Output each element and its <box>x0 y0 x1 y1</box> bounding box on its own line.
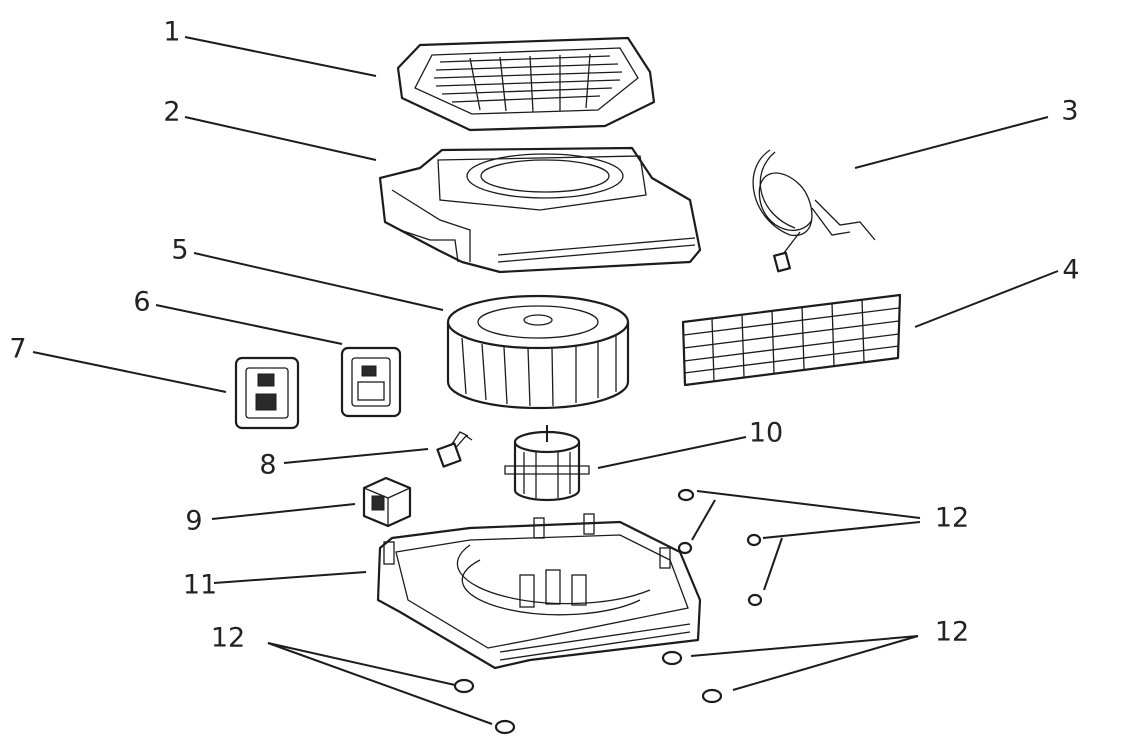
part-3-power-cord <box>752 149 876 273</box>
label-8: 8 <box>259 449 277 481</box>
label-12-right-lower: 12 <box>934 616 970 648</box>
part-2-upper-housing <box>378 146 702 274</box>
label-3: 3 <box>1061 95 1079 127</box>
label-7: 7 <box>9 333 27 365</box>
part-6-switch-box <box>340 346 402 418</box>
part-7-switch-plate <box>234 356 300 430</box>
label-4: 4 <box>1062 254 1080 286</box>
part-4-side-grille <box>681 293 902 387</box>
part-5-blower-wheel <box>446 294 630 410</box>
label-12-left-lower: 12 <box>210 622 246 654</box>
part-11-base <box>376 513 702 670</box>
label-5: 5 <box>171 234 189 266</box>
label-9: 9 <box>185 505 203 537</box>
label-2: 2 <box>163 96 181 128</box>
part-8-connector <box>436 431 473 468</box>
part-10-motor <box>504 425 590 502</box>
label-6: 6 <box>133 286 151 318</box>
part-12-feet <box>453 488 763 735</box>
label-11: 11 <box>182 569 218 601</box>
part-9-capacitor <box>362 476 412 528</box>
label-10: 10 <box>748 417 784 449</box>
label-12-right-upper: 12 <box>934 502 970 534</box>
part-1-top-grille <box>396 36 656 132</box>
label-1: 1 <box>163 16 181 48</box>
leader-lines <box>32 36 1059 725</box>
